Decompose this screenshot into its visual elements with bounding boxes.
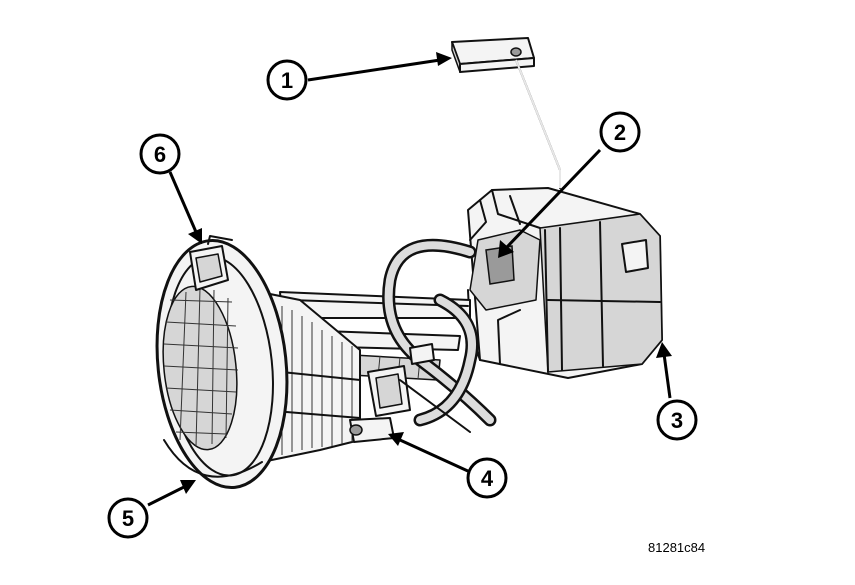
callout-circle [139,133,181,175]
leader-lines [147,52,672,507]
callout-4: 4 [466,457,508,499]
callout-circle [599,111,641,153]
callout-circle [266,59,308,101]
leader-arrow-1 [436,52,452,66]
leader-line-3 [662,353,672,399]
callout-label: 3 [671,408,683,433]
electrical-connector [451,37,561,189]
callout-1: 1 [266,59,308,101]
callout-6: 6 [139,133,181,175]
fuel-pump-module-illustration [155,37,663,490]
wire-harness [382,238,497,433]
leader-line-2 [504,148,602,250]
leader-line-1 [307,58,441,82]
callout-label: 5 [122,506,134,531]
callout-label: 1 [281,68,293,93]
leader-arrow-5 [180,480,196,494]
callout-2: 2 [599,111,641,153]
callout-label: 2 [614,120,626,145]
callout-5: 5 [107,497,149,539]
callout-circle [107,497,149,539]
callout-circle [656,399,698,441]
leader-arrow-2 [498,240,514,258]
leader-line-5 [147,484,187,507]
module-flange [155,235,289,490]
callout-circle [466,457,508,499]
leader-arrow-3 [656,342,672,358]
callout-label: 4 [481,466,494,491]
pump-housing [467,187,663,379]
leader-arrow-6 [188,228,202,244]
callout-label: 6 [154,142,166,167]
figure-code: 81281c84 [648,540,705,555]
leader-line-6 [168,171,198,233]
callout-3: 3 [656,399,698,441]
leader-arrow-4 [388,432,404,446]
leader-line-4 [399,438,471,474]
